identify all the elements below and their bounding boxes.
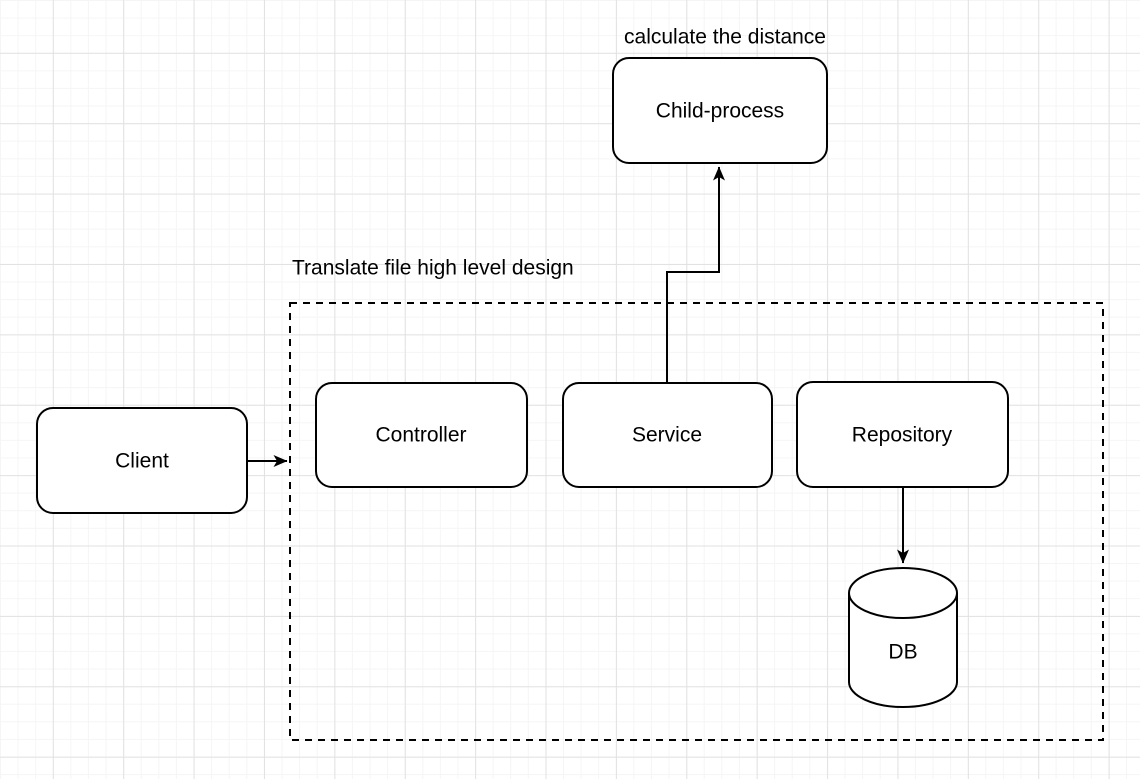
node-service[interactable]: Service [562,382,773,488]
db-label: DB [888,641,917,664]
service-box [562,382,773,488]
node-db[interactable]: DB [848,567,958,708]
controller-box [315,382,528,488]
service-label: Service [632,424,702,447]
repository-box [796,381,1009,488]
container-title: Translate file high level design [292,257,574,280]
node-repository[interactable]: Repository [796,381,1009,488]
container-translate-file[interactable] [289,302,1104,741]
child-process-box [612,57,828,164]
edge-service-to-child-process[interactable] [666,166,725,383]
node-controller[interactable]: Controller [315,382,528,488]
client-box [36,407,248,514]
node-client[interactable]: Client [36,407,248,514]
node-child-process[interactable]: Child-process [612,57,828,164]
caption-calculate-distance: calculate the distance [624,26,826,49]
db-cylinder-top [848,567,958,619]
db-cylinder-body [848,593,958,708]
child-process-label: Child-process [656,100,784,123]
repository-label: Repository [852,424,953,447]
controller-label: Controller [375,424,466,447]
client-label: Client [115,450,169,473]
